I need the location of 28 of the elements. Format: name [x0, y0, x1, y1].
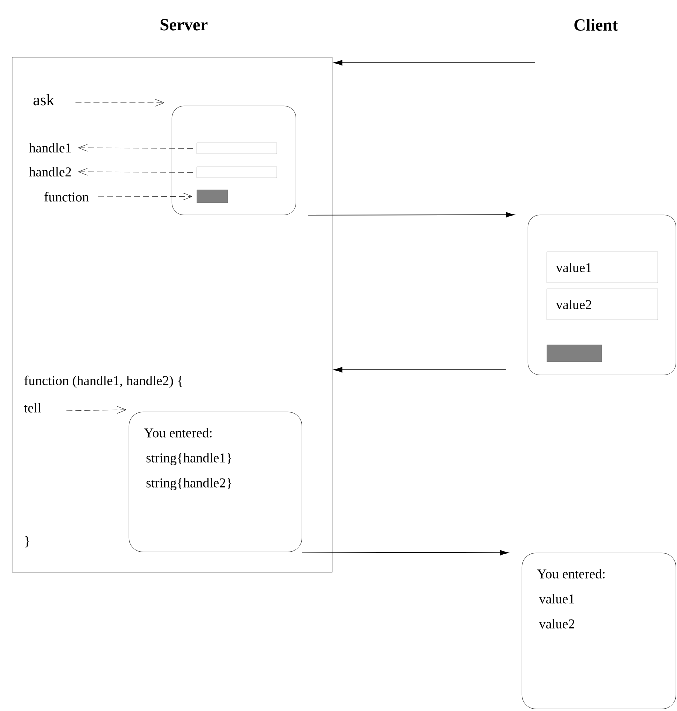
arrow	[78, 168, 194, 176]
arrow	[98, 193, 193, 200]
arrow	[308, 212, 515, 218]
code-text: handle2	[29, 167, 72, 177]
submit-button	[197, 190, 228, 204]
output-page: You entered: value1 value2	[522, 553, 676, 710]
arrow	[76, 99, 165, 107]
column-heading: Client	[574, 19, 618, 31]
code-text: ask	[34, 94, 55, 106]
input-field	[197, 167, 278, 178]
code-text: function (handle1, handle2) {	[24, 376, 182, 388]
arrow	[78, 144, 194, 152]
output-page: You entered: string{handle1} string{handle2}	[129, 412, 302, 552]
form-box	[528, 215, 676, 376]
input-field: value1	[547, 252, 658, 284]
code-text: function	[44, 192, 89, 202]
node-label: Server	[160, 19, 208, 31]
code-text: tell	[24, 403, 42, 413]
code-text: }	[25, 536, 30, 548]
arrow	[302, 550, 509, 556]
arrow	[66, 406, 127, 414]
submit-button	[547, 345, 602, 362]
input-field	[197, 143, 278, 154]
code-text: handle1	[29, 143, 72, 153]
arrow	[334, 367, 506, 373]
arrow	[334, 60, 536, 66]
input-field: value2	[547, 289, 658, 320]
form-box	[172, 106, 296, 216]
